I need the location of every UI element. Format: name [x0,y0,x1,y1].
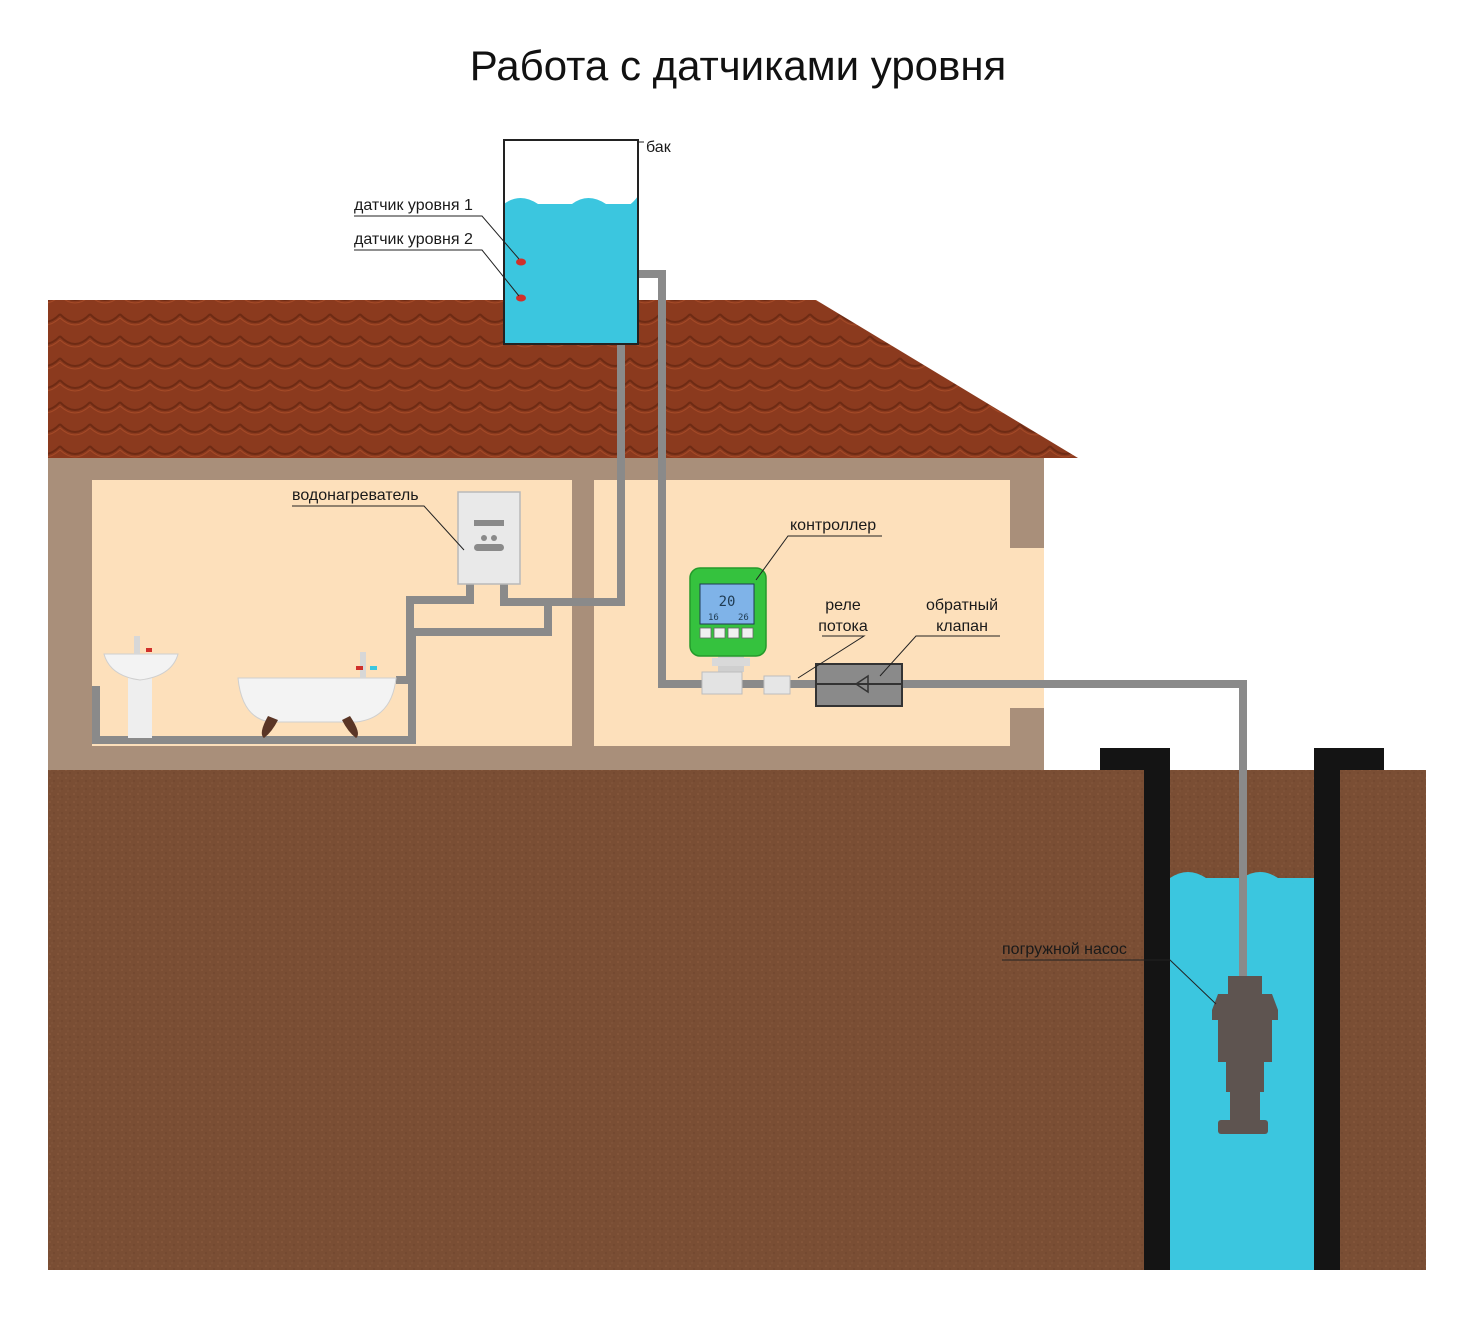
bathtub [237,652,397,738]
pump-label: погружной насос [1002,941,1127,958]
page-title: Работа с датчиками уровня [470,42,1007,89]
tank-water-surface [504,196,638,214]
pipe-heater-cold [500,584,548,606]
controller-display-left: 16 [708,613,719,623]
controller-button-down [713,627,726,639]
pipe-supply [634,270,1247,1010]
pipe-tank-outlet [92,340,625,744]
sink [103,636,179,738]
heater-label: водонагреватель [292,487,419,504]
flow-relay-label-line1: реле [825,597,861,614]
well-casing-right [1314,748,1340,1270]
controller: 20 16 26 [689,567,767,695]
flow-relay-label-line2: потока [818,618,868,635]
flow-relay [763,675,791,695]
check-valve-arrow-icon [854,674,869,694]
level-sensor-1 [516,258,526,266]
sensor-1-label: датчик уровня 1 [354,197,473,214]
sensor-2-label: датчик уровня 2 [354,231,473,248]
well-casing-left-cap [1100,748,1170,770]
controller-button-up [727,627,740,639]
tank-label: бак [646,139,672,156]
tank-water [504,204,638,344]
controller-button-back [741,627,754,639]
controller-label: контроллер [790,517,876,534]
controller-display-right: 26 [738,613,749,623]
check-valve-label-line1: обратный [926,597,998,614]
check-valve [815,663,903,707]
check-valve-label-line2: клапан [936,618,988,635]
pipe-heater-hot [396,584,474,684]
pipes [92,270,1247,1010]
roof [48,300,1078,458]
controller-button-settings [699,627,712,639]
well-casing-right-cap [1314,748,1384,770]
well-casing-left [1144,748,1170,1270]
controller-display-main: 20 [719,594,736,610]
level-sensor-2 [516,294,526,302]
leader-lines [292,141,1217,1005]
submersible-pump [1212,976,1278,1134]
water-heater [457,491,521,585]
